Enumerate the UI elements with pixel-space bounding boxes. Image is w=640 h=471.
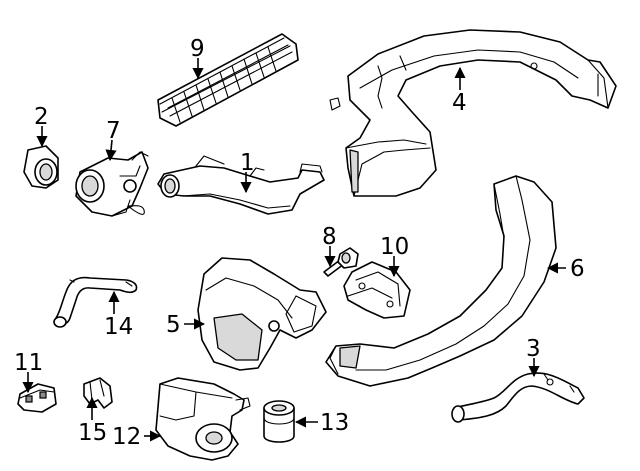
part-3-pipe[interactable] (451, 372, 585, 423)
part-4-duct[interactable] (329, 29, 617, 197)
callout-11: 11 (14, 350, 43, 376)
part-14-hose[interactable] (53, 276, 138, 328)
callout-4: 4 (452, 90, 467, 116)
callout-12: 12 (112, 424, 141, 450)
callout-1: 1 (240, 150, 255, 176)
callout-7: 7 (106, 118, 121, 144)
callout-5: 5 (166, 312, 181, 338)
part-10-bracket[interactable] (343, 261, 411, 319)
part-7-actuator[interactable] (75, 151, 149, 217)
callout-8: 8 (322, 224, 337, 250)
callout-10: 10 (380, 234, 409, 260)
part-9-grille[interactable] (157, 33, 299, 127)
callout-9: 9 (190, 36, 205, 62)
part-8-sensor[interactable] (323, 247, 359, 277)
part-11-connector[interactable] (17, 383, 57, 413)
part-2-cap[interactable] (23, 145, 59, 189)
part-12-housing[interactable] (155, 377, 251, 461)
callout-2: 2 (34, 104, 49, 130)
part-5-housing[interactable] (197, 257, 327, 371)
callout-3: 3 (526, 336, 541, 362)
part-15-clip[interactable] (83, 377, 113, 409)
leader-7 (105, 139, 117, 162)
part-6-duct[interactable] (325, 175, 557, 387)
callout-6: 6 (570, 256, 585, 282)
callout-14: 14 (104, 314, 133, 340)
callout-15: 15 (78, 420, 107, 446)
callout-13: 13 (320, 410, 349, 436)
part-13-cylinder[interactable] (263, 400, 295, 443)
